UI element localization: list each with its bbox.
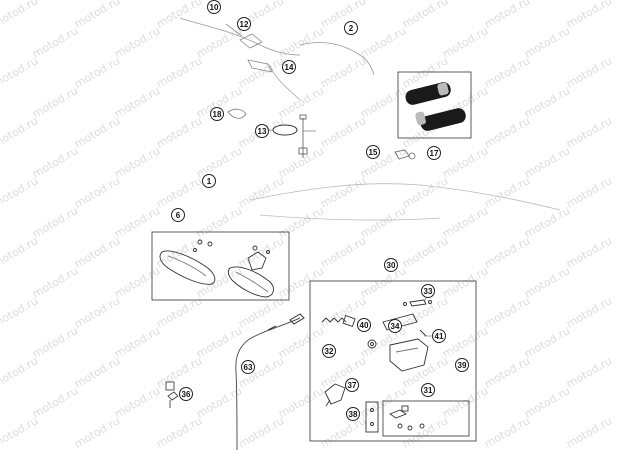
grip-top	[405, 82, 451, 105]
grip-bottom	[415, 108, 466, 131]
handlebar-clamp	[239, 33, 263, 49]
callout-38: 38	[346, 407, 360, 421]
callout-37: 37	[345, 378, 359, 392]
callout-1: 1	[202, 174, 216, 188]
grips-box	[397, 71, 472, 139]
lever-37	[324, 383, 346, 405]
callout-31: 31	[421, 383, 435, 397]
spring-32	[321, 317, 347, 323]
subkit-box-31	[382, 400, 470, 437]
handguard-bracket	[247, 251, 267, 271]
callout-13: 13	[255, 124, 269, 138]
callout-2: 2	[344, 21, 358, 35]
callout-14: 14	[282, 60, 296, 74]
part-15	[394, 149, 410, 160]
callout-10: 10	[207, 0, 221, 14]
handguard-right	[227, 266, 274, 298]
hose-63	[235, 317, 301, 451]
handlebar-right	[299, 42, 375, 76]
callout-33: 33	[421, 284, 435, 298]
cable-upper	[269, 64, 301, 101]
callout-40: 40	[357, 318, 371, 332]
callout-30: 30	[384, 258, 398, 272]
handlebar-left	[179, 17, 301, 56]
callout-18: 18	[210, 107, 224, 121]
cable-1	[249, 183, 561, 211]
callout-12: 12	[237, 17, 251, 31]
bracket-18	[227, 108, 247, 119]
cable-1b	[259, 214, 441, 221]
cylinder-39	[389, 338, 429, 372]
screw-nut	[298, 147, 308, 155]
throttle-housing	[247, 59, 273, 73]
callout-63: 63	[241, 360, 255, 374]
handguard-left	[159, 250, 216, 285]
clutch-box	[309, 280, 477, 442]
callout-41: 41	[432, 329, 446, 343]
callout-15: 15	[366, 145, 380, 159]
callout-36: 36	[179, 387, 193, 401]
handguard-box	[151, 231, 290, 301]
callout-17: 17	[427, 146, 441, 160]
reservoir-34	[382, 313, 418, 331]
part-36	[167, 391, 179, 401]
callout-6: 6	[171, 208, 185, 222]
o-ring	[272, 124, 298, 136]
callout-34: 34	[388, 319, 402, 333]
callout-39: 39	[455, 358, 469, 372]
screw-head	[299, 114, 307, 120]
callout-32: 32	[322, 344, 336, 358]
